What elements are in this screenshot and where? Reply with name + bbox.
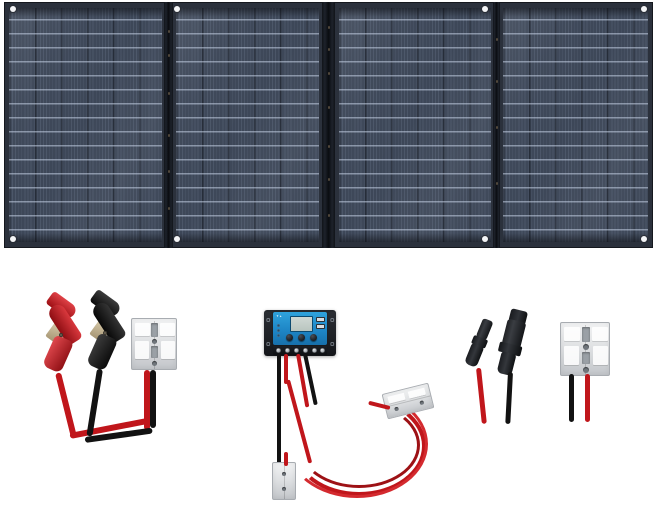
terminal-screw <box>320 348 325 353</box>
connector-hole <box>583 367 589 373</box>
connector-hole <box>152 361 157 366</box>
panel-fold-1 <box>4 2 167 248</box>
connector-rib <box>161 341 175 359</box>
panel-grommet <box>482 6 488 12</box>
controller-lead-red <box>284 354 288 384</box>
panel-grommet <box>641 236 647 242</box>
clip-wire-red <box>55 372 77 438</box>
anderson-connector <box>131 318 177 370</box>
clip-grip <box>41 334 75 374</box>
anderson-connector-end <box>272 462 296 500</box>
adapter-wire-red <box>585 374 590 422</box>
adapter-wire-black <box>505 371 513 425</box>
connector-hole <box>282 487 286 491</box>
controller-button[interactable] <box>310 334 317 341</box>
connector-seam <box>284 465 285 499</box>
controller-faceplate: ▼▲ <box>273 312 327 345</box>
solar-charge-controller: ▼▲ <box>264 310 336 356</box>
connector-hole <box>282 472 286 476</box>
mc4-boot <box>464 342 485 368</box>
panel-hinge-1 <box>164 2 173 248</box>
connector-hole <box>394 406 400 412</box>
positive-alligator-clip <box>28 290 84 379</box>
panel-grommet <box>10 236 16 242</box>
status-led <box>277 329 280 332</box>
clip-pivot <box>103 331 107 335</box>
connector-rib <box>592 327 608 341</box>
connector-hole <box>419 400 425 406</box>
controller-lead-black <box>277 354 281 474</box>
controller-button[interactable] <box>298 334 305 341</box>
connector-slot <box>582 352 590 364</box>
terminal-screw <box>285 348 290 353</box>
solar-panel <box>4 2 653 248</box>
panel-hinge-2 <box>322 2 335 248</box>
mc4-to-anderson-adapter <box>452 300 657 430</box>
connector-seam <box>585 325 586 375</box>
panel-grommet <box>641 6 647 12</box>
solar-cell-array <box>503 8 648 242</box>
clip-grip <box>85 332 119 372</box>
connector-rib <box>135 323 150 336</box>
panel-grommet <box>10 6 16 12</box>
terminal-screw <box>294 348 299 353</box>
anderson-connector <box>560 322 610 376</box>
connector-rib <box>564 327 580 341</box>
panel-grommet <box>174 6 180 12</box>
connector-stub-red <box>284 452 288 466</box>
panel-grommet <box>174 236 180 242</box>
connector-hole <box>583 344 589 350</box>
alligator-clip-cable <box>0 288 210 475</box>
clip-wire-black <box>150 370 156 428</box>
panel-fold-2 <box>171 2 324 248</box>
terminal-screw <box>303 348 308 353</box>
terminal-screw <box>312 348 317 353</box>
adapter-wire-black <box>569 374 574 422</box>
controller-mount-ear <box>264 312 272 354</box>
clip-pivot <box>59 333 63 337</box>
connector-hole <box>152 339 157 344</box>
panel-fold-3 <box>334 2 496 248</box>
solar-cell-array <box>176 8 319 242</box>
negative-alligator-clip <box>72 288 128 377</box>
panel-grommet <box>482 236 488 242</box>
panel-hinge-3 <box>493 2 500 248</box>
connector-seam <box>154 321 155 369</box>
clip-wire-red <box>144 370 150 430</box>
connector-rib <box>593 346 608 365</box>
connector-rib <box>135 341 149 359</box>
anderson-connector-inline <box>381 382 435 420</box>
controller-cable-loop <box>286 390 428 498</box>
panel-fold-4 <box>498 2 653 248</box>
status-led <box>277 334 280 337</box>
charge-controller-assembly: ▼▲ <box>258 310 458 510</box>
mc4-male-connector <box>486 306 543 382</box>
solar-cell-array <box>339 8 491 242</box>
controller-brand-label: ▼▲ <box>276 314 283 318</box>
controller-lcd-display <box>290 316 313 332</box>
controller-terminal-strip <box>273 346 327 355</box>
connector-slot <box>151 323 158 337</box>
terminal-screw <box>276 348 281 353</box>
connector-slot <box>151 346 158 358</box>
connector-slot <box>582 327 590 342</box>
usb-port <box>316 317 325 322</box>
mc4-boot <box>496 351 517 377</box>
connector-rib <box>160 323 175 336</box>
solar-cell-array <box>9 8 162 242</box>
status-led <box>277 324 280 327</box>
connector-rib <box>564 346 579 365</box>
controller-mount-ear <box>328 312 336 354</box>
controller-button[interactable] <box>286 334 293 341</box>
usb-port <box>316 324 325 329</box>
